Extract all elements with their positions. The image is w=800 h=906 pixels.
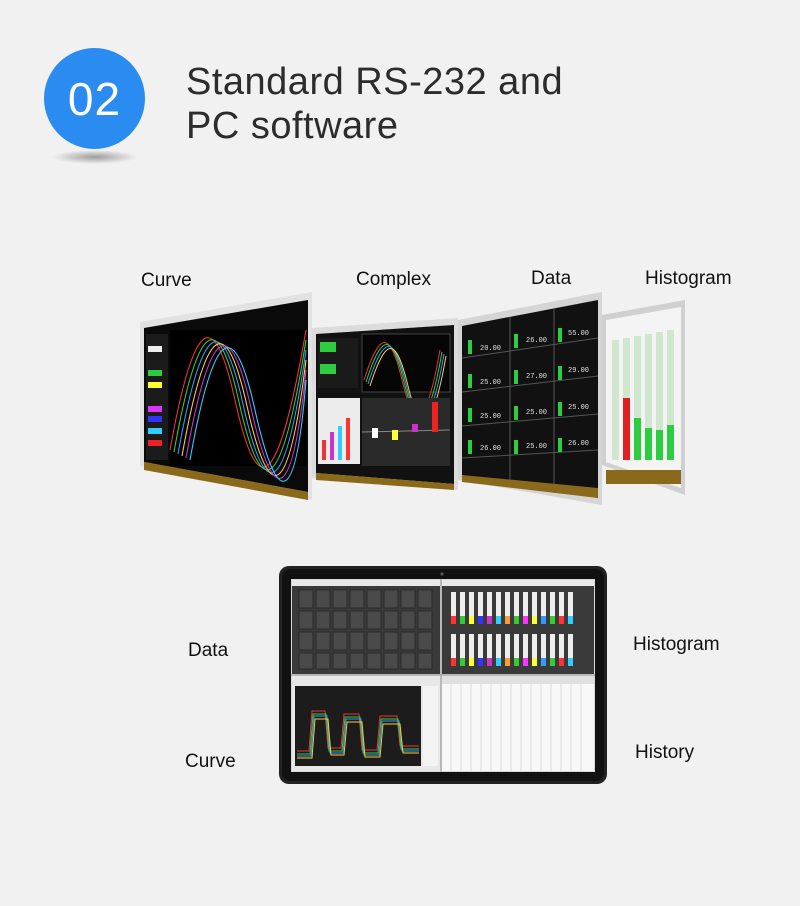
label-histogram: Histogram bbox=[645, 268, 732, 289]
software-data-view bbox=[292, 580, 440, 674]
badge-shadow bbox=[52, 150, 138, 164]
monitor-label-curve: Curve bbox=[185, 751, 236, 772]
svg-text:25.00: 25.00 bbox=[526, 443, 547, 451]
monitor-label-history: History bbox=[635, 742, 695, 763]
svg-text:55.00: 55.00 bbox=[568, 330, 589, 338]
label-curve: Curve bbox=[141, 270, 192, 291]
svg-text:29.00: 29.00 bbox=[568, 367, 589, 375]
title-line-2: PC software bbox=[186, 105, 399, 147]
monitor-label-data: Data bbox=[188, 640, 229, 661]
software-curve-view bbox=[292, 676, 440, 771]
svg-text:26.00: 26.00 bbox=[568, 440, 589, 448]
svg-text:25.00: 25.00 bbox=[568, 404, 589, 412]
label-data: Data bbox=[531, 268, 572, 289]
curve-screen bbox=[140, 292, 312, 500]
title-line-1: Standard RS-232 and bbox=[186, 61, 564, 103]
recorder-screens-illustration: 20.00 26.00 55.00 25.00 27.00 29.00 25.00 25.… bbox=[140, 290, 685, 510]
svg-text:20.00: 20.00 bbox=[480, 345, 501, 353]
svg-text:26.00: 26.00 bbox=[480, 445, 501, 453]
data-screen: 20.00 26.00 55.00 25.00 27.00 29.00 25.00 25.… bbox=[458, 292, 602, 505]
section-number-badge: 02 bbox=[44, 48, 145, 149]
section-title: Standard RS-232 and PC software bbox=[186, 60, 746, 148]
monitor-label-histogram: Histogram bbox=[633, 634, 720, 655]
histogram-screen bbox=[602, 300, 685, 495]
svg-text:25.00: 25.00 bbox=[480, 413, 501, 421]
pc-monitor-illustration bbox=[279, 566, 607, 784]
svg-text:25.00: 25.00 bbox=[480, 379, 501, 387]
software-histogram-view bbox=[442, 580, 594, 674]
svg-text:27.00: 27.00 bbox=[526, 373, 547, 381]
section-number: 02 bbox=[67, 72, 122, 125]
complex-screen bbox=[312, 318, 458, 490]
software-history-view bbox=[442, 676, 594, 771]
svg-text:26.00: 26.00 bbox=[526, 337, 547, 345]
label-complex: Complex bbox=[356, 269, 431, 290]
svg-text:25.00: 25.00 bbox=[526, 409, 547, 417]
